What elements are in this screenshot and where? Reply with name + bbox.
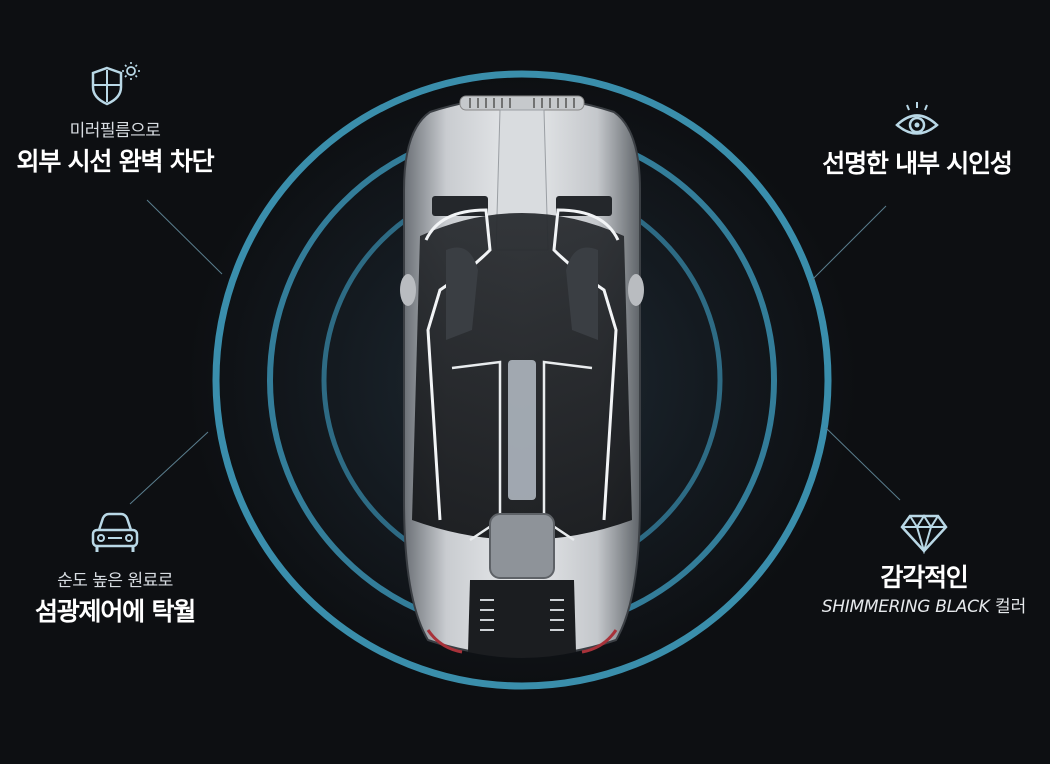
connector-bottom-right [825, 427, 901, 501]
feature-title: 감각적인 [880, 563, 968, 592]
feature-title: 섬광제어에 탁월 [34, 597, 196, 626]
car-front-icon [91, 512, 139, 552]
connector-top-left [146, 199, 223, 275]
feature-top-left: 미러필름으로 외부 시선 완벽 차단 [0, 60, 230, 178]
feature-bottom-left: 순도 높은 원료로 섬광제어에 탁월 [0, 510, 230, 628]
diamond-icon [900, 514, 948, 554]
feature-subtitle: 미러필름으로 [69, 121, 161, 141]
feature-bottom-right: 감각적인 SHIMMERING BLACK 컬러 [798, 512, 1050, 618]
feature-subtitle: 순도 높은 원료로 [57, 571, 173, 591]
feature-caption-suffix: 컬러 [994, 597, 1027, 617]
feature-top-right: 선명한 내부 시인성 [802, 100, 1032, 180]
feature-caption: SHIMMERING BLACK 컬러 [798, 596, 1050, 618]
feature-title: 선명한 내부 시인성 [822, 149, 1013, 178]
eye-icon [895, 102, 939, 135]
feature-title: 외부 시선 완벽 차단 [16, 147, 215, 176]
connector-top-right [811, 205, 887, 281]
ring-outer [212, 70, 832, 690]
feature-caption-em: SHIMMERING BLACK [821, 597, 990, 617]
car-body [400, 95, 644, 658]
shield-sun-icon [91, 62, 140, 106]
connector-bottom-left [129, 431, 209, 505]
